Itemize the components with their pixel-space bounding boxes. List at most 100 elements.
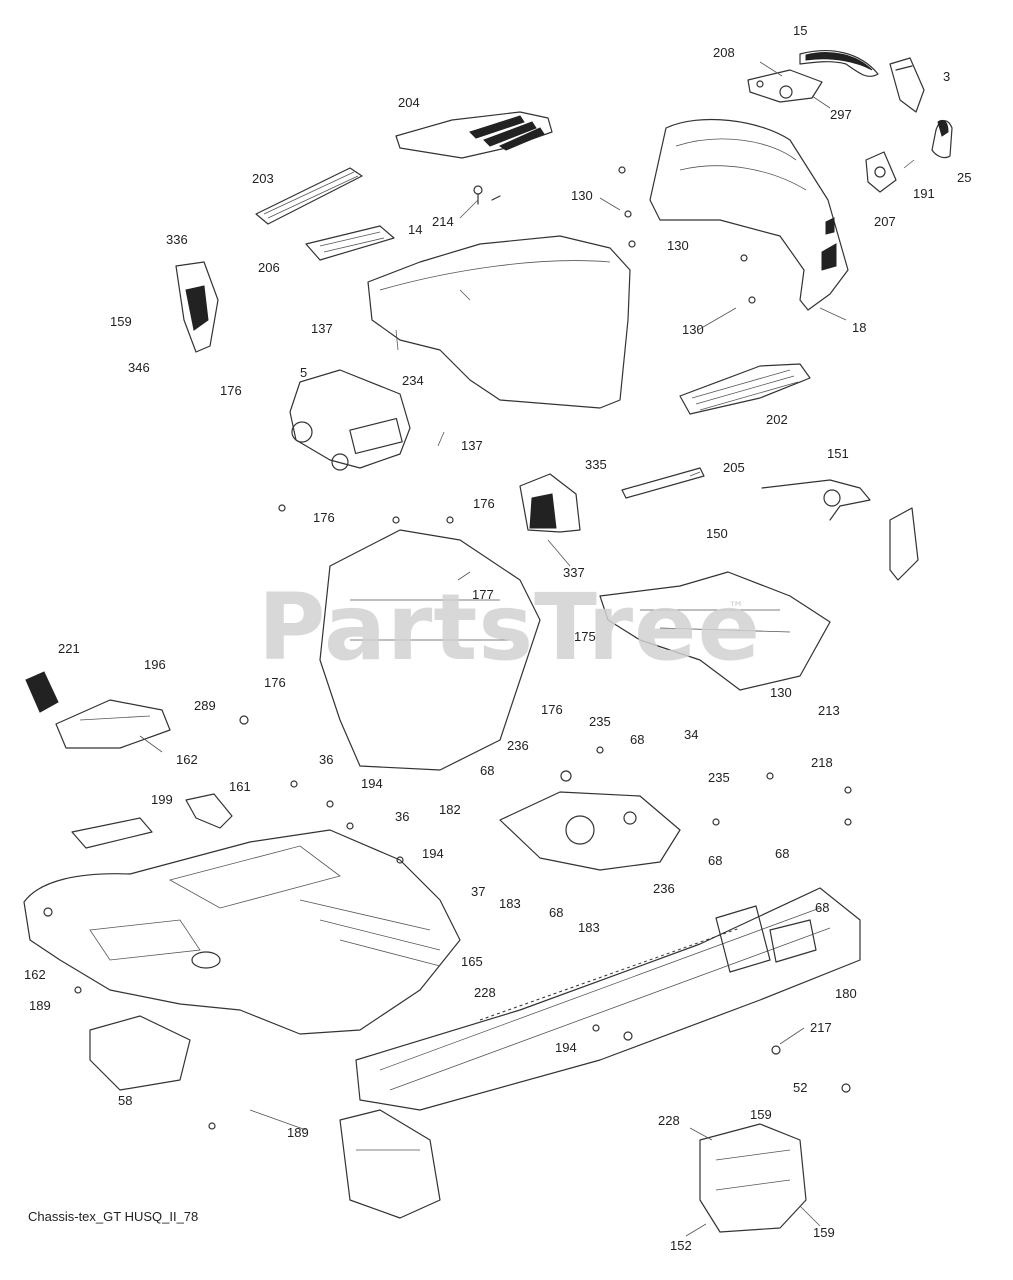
callout-176-a[interactable]: 176: [220, 383, 242, 398]
callout-137-b[interactable]: 137: [461, 438, 483, 453]
callout-336[interactable]: 336: [166, 232, 188, 247]
callout-137-a[interactable]: 137: [311, 321, 333, 336]
callout-297[interactable]: 297: [830, 107, 852, 122]
callout-183-a[interactable]: 183: [499, 896, 521, 911]
callout-218[interactable]: 218: [811, 755, 833, 770]
callout-130-b[interactable]: 130: [667, 238, 689, 253]
callout-236-b[interactable]: 236: [653, 881, 675, 896]
callout-37[interactable]: 37: [471, 884, 486, 899]
callout-189-a[interactable]: 189: [29, 998, 51, 1013]
callout-14[interactable]: 14: [408, 222, 423, 237]
callout-337[interactable]: 337: [563, 565, 585, 580]
callout-205[interactable]: 205: [723, 460, 745, 475]
callout-68-a[interactable]: 68: [630, 732, 645, 747]
part-18-hood: [649, 118, 849, 311]
callout-130-a[interactable]: 130: [571, 188, 593, 203]
callout-177[interactable]: 177: [472, 587, 494, 602]
callout-159-b[interactable]: 159: [750, 1107, 772, 1122]
callout-289[interactable]: 289: [194, 698, 216, 713]
callout-194-b[interactable]: 194: [422, 846, 444, 861]
part-5-dash-console: [289, 369, 411, 471]
callout-58[interactable]: 58: [118, 1093, 133, 1108]
callout-175[interactable]: 175: [574, 629, 596, 644]
callout-221[interactable]: 221: [58, 641, 80, 656]
callout-235-a[interactable]: 235: [589, 714, 611, 729]
callout-182[interactable]: 182: [439, 802, 461, 817]
callout-161[interactable]: 161: [229, 779, 251, 794]
callout-335[interactable]: 335: [585, 457, 607, 472]
callout-176-d[interactable]: 176: [264, 675, 286, 690]
callout-194-a[interactable]: 194: [361, 776, 383, 791]
callout-206[interactable]: 206: [258, 260, 280, 275]
part-58-front-bracket: [89, 1015, 191, 1091]
diagram-caption: Chassis-tex_GT HUSQ_II_78: [28, 1209, 199, 1224]
part-150-frame: [599, 571, 831, 691]
callout-130-d[interactable]: 130: [770, 685, 792, 700]
callout-213[interactable]: 213: [818, 703, 840, 718]
part-203-grille-strip: [255, 167, 363, 225]
callout-159-a[interactable]: 159: [110, 314, 132, 329]
callout-162-a[interactable]: 162: [176, 752, 198, 767]
callout-191[interactable]: 191: [913, 186, 935, 201]
callout-34[interactable]: 34: [684, 727, 699, 742]
callout-234[interactable]: 234: [402, 373, 424, 388]
callout-346[interactable]: 346: [128, 360, 150, 375]
part-main-frame-rail: [355, 887, 861, 1111]
callout-25[interactable]: 25: [957, 170, 972, 185]
callout-202[interactable]: 202: [766, 412, 788, 427]
callout-68-e[interactable]: 68: [815, 900, 830, 915]
callout-196[interactable]: 196: [144, 657, 166, 672]
callout-228-b[interactable]: 228: [658, 1113, 680, 1128]
callout-217[interactable]: 217: [810, 1020, 832, 1035]
callout-159-c[interactable]: 159: [813, 1225, 835, 1240]
callout-176-c[interactable]: 176: [313, 510, 335, 525]
part-lower-frame-member: [339, 1109, 441, 1219]
watermark-trademark: ™: [728, 598, 744, 617]
callout-214[interactable]: 214: [432, 214, 454, 229]
callout-152[interactable]: 152: [670, 1238, 692, 1253]
callout-207[interactable]: 207: [874, 214, 896, 229]
callout-208[interactable]: 208: [713, 45, 735, 60]
callout-5[interactable]: 5: [300, 365, 308, 380]
callout-236-a[interactable]: 236: [507, 738, 529, 753]
part-202-grille: [679, 363, 811, 415]
callout-68-b[interactable]: 68: [480, 763, 495, 778]
part-207-knob: [865, 151, 897, 193]
callout-183-b[interactable]: 183: [578, 920, 600, 935]
callout-151[interactable]: 151: [827, 446, 849, 461]
callout-204[interactable]: 204: [398, 95, 420, 110]
callout-189-b[interactable]: 189: [287, 1125, 309, 1140]
part-37-floor-pan: [23, 829, 461, 1035]
part-221-decal: [25, 671, 59, 713]
part-199: [185, 793, 233, 829]
part-177-body: [319, 529, 541, 771]
callout-leader-lines: [139, 61, 915, 1237]
callout-68-d[interactable]: 68: [708, 853, 723, 868]
callout-36-a[interactable]: 36: [319, 752, 334, 767]
callout-194-c[interactable]: 194: [555, 1040, 577, 1055]
callout-52[interactable]: 52: [793, 1080, 808, 1095]
callout-162-b[interactable]: 162: [24, 967, 46, 982]
callout-3[interactable]: 3: [943, 69, 951, 84]
callout-15[interactable]: 15: [793, 23, 808, 38]
callout-199[interactable]: 199: [151, 792, 173, 807]
callout-68-c[interactable]: 68: [775, 846, 790, 861]
callout-130-c[interactable]: 130: [682, 322, 704, 337]
callout-180[interactable]: 180: [835, 986, 857, 1001]
part-left-plate: [71, 817, 153, 849]
part-336-headlight: [175, 261, 219, 353]
callout-36-b[interactable]: 36: [395, 809, 410, 824]
callout-18[interactable]: 18: [852, 320, 867, 335]
part-214-screw: [473, 185, 501, 205]
callout-150[interactable]: 150: [706, 526, 728, 541]
callout-176-b[interactable]: 176: [473, 496, 495, 511]
callout-68-f[interactable]: 68: [549, 905, 564, 920]
callout-176-e[interactable]: 176: [541, 702, 563, 717]
callout-165[interactable]: 165: [461, 954, 483, 969]
part-main-hood-body: [367, 235, 631, 409]
callout-203[interactable]: 203: [252, 171, 274, 186]
callout-235-b[interactable]: 235: [708, 770, 730, 785]
callout-228-a[interactable]: 228: [474, 985, 496, 1000]
watermark-text: PartsTree: [258, 574, 761, 681]
